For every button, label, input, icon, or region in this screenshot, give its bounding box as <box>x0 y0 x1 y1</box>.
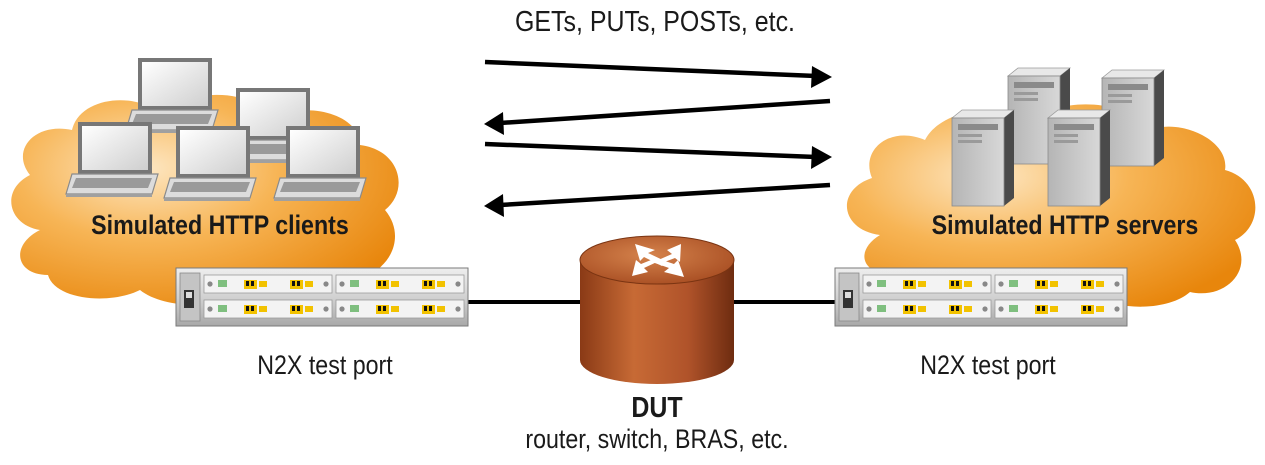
left-test-chassis <box>176 268 468 326</box>
laptop-icon <box>163 125 257 202</box>
methods-label: GETs, PUTs, POSTs, etc. <box>515 6 795 38</box>
right-test-chassis <box>835 268 1127 326</box>
request-arrow <box>484 59 832 88</box>
clients-label: Simulated HTTP clients <box>91 210 349 240</box>
left-port-label: N2X test port <box>257 350 393 380</box>
laptop-icon <box>65 121 159 198</box>
dut-title: DUT <box>631 392 683 424</box>
response-arrow <box>484 98 831 135</box>
response-arrow <box>484 182 831 217</box>
right-port-label: N2X test port <box>920 350 1056 380</box>
servers-label: Simulated HTTP servers <box>931 210 1199 240</box>
server-tower-icon <box>951 109 1015 207</box>
laptop-icon <box>125 57 219 134</box>
router-icon <box>579 235 735 384</box>
server-tower-icon <box>1101 69 1165 167</box>
request-arrow <box>484 141 832 169</box>
laptop-icon <box>273 125 367 202</box>
dut-subtitle: router, switch, BRAS, etc. <box>525 424 789 454</box>
server-tower-icon <box>1047 109 1111 207</box>
